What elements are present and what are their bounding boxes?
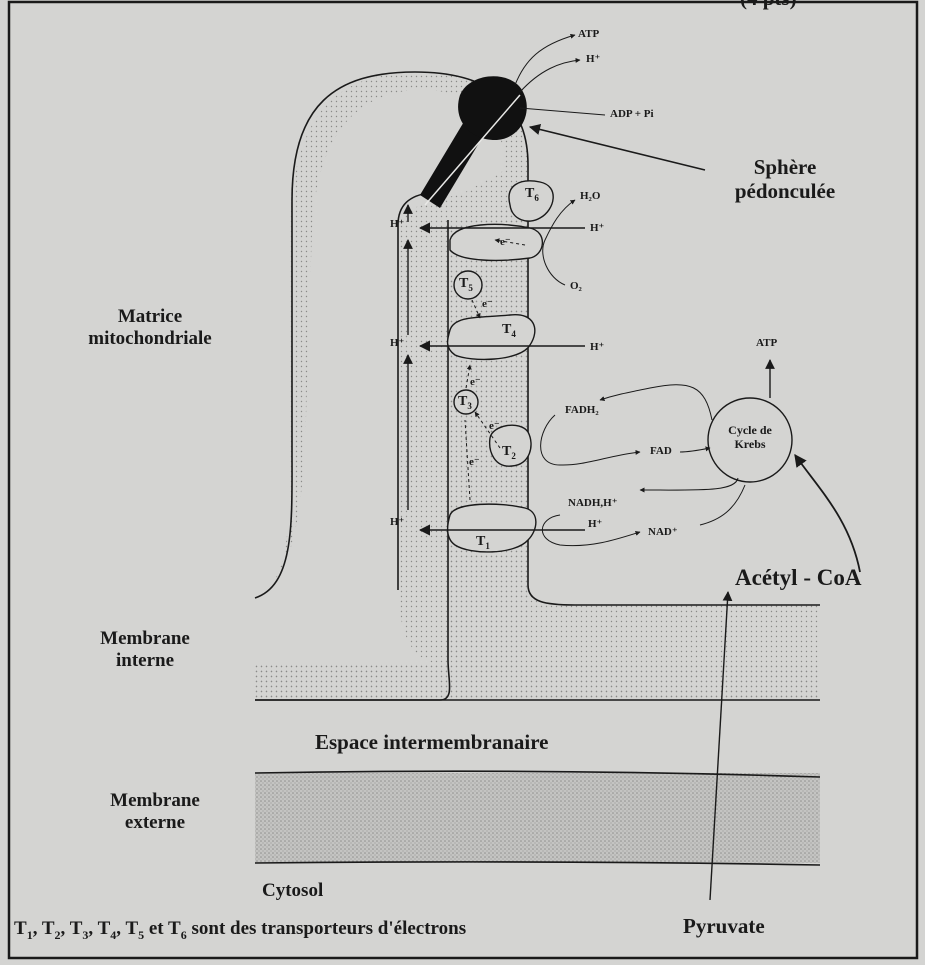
- nad-label: NAD⁺: [648, 526, 678, 539]
- adp-pi-label: ADP + Pi: [610, 108, 654, 121]
- inner-membrane-label-line1: Membrane: [75, 628, 215, 650]
- krebs-to-nadh-arrow: [640, 478, 738, 490]
- t2-letter: T: [502, 444, 511, 459]
- electron-label-t2: e⁻: [489, 420, 500, 433]
- krebs-label-line2: Krebs: [712, 438, 788, 452]
- h-plus-ims-middle: H⁺: [590, 341, 604, 354]
- matrix-label-line2: mitochondriale: [70, 328, 230, 350]
- t6-letter: T: [525, 186, 534, 201]
- fadh2-to-fad-arrow: [541, 415, 640, 465]
- t3-index: 3: [467, 401, 472, 411]
- transporter-t4-label: T4: [502, 322, 516, 339]
- h-top-label: H⁺: [586, 53, 600, 66]
- fn-rest: sont des transporteurs d'électrons: [187, 918, 466, 939]
- fn-sep1: ,: [33, 918, 42, 939]
- corner-title: (4 pts): [740, 0, 797, 10]
- cytosol-label: Cytosol: [262, 880, 323, 902]
- h-plus-matrix-upper: H⁺: [390, 218, 404, 231]
- outer-membrane-label-line2: externe: [85, 812, 225, 834]
- fn-t1: T: [14, 918, 27, 939]
- acetyl-to-krebs-arrow: [795, 455, 860, 572]
- inner-membrane-band: [255, 665, 820, 700]
- t5-index: 5: [468, 283, 473, 293]
- h-out-arrow: [520, 60, 580, 92]
- fn-sep2: ,: [61, 918, 70, 939]
- o2-label: O₂: [570, 280, 582, 293]
- adp-pi-line: [520, 108, 605, 115]
- nadh-label: NADH,H⁺: [568, 497, 618, 510]
- matrix-label-line1: Matrice: [70, 306, 230, 328]
- h-plus-matrix-lower: H⁺: [390, 516, 404, 529]
- t2-index: 2: [511, 451, 516, 461]
- h-plus-matrix-middle: H⁺: [390, 337, 404, 350]
- transporter-t6-label: T6: [525, 186, 539, 203]
- t6-index: 6: [534, 193, 539, 203]
- krebs-label: Cycle de Krebs: [712, 424, 788, 452]
- intermembrane-space-label: Espace intermembranaire: [315, 730, 548, 754]
- fn-t2: T: [42, 918, 55, 939]
- outer-membrane-label: Membrane externe: [85, 790, 225, 834]
- sphere-label-line1: Sphère: [690, 155, 880, 179]
- transporter-t1-label: T1: [476, 534, 490, 551]
- fn-t4: T: [98, 918, 111, 939]
- electron-label-t3-upper: e⁻: [470, 376, 481, 389]
- transporter-t4-shape: [448, 315, 535, 360]
- outer-membrane-label-line1: Membrane: [85, 790, 225, 812]
- atp-krebs-label: ATP: [756, 337, 777, 350]
- t3-letter: T: [458, 394, 467, 409]
- electron-label-lower: e⁻: [469, 456, 480, 469]
- complex-upper-shape: [450, 224, 542, 260]
- fad-label: FAD: [650, 445, 672, 458]
- h-plus-ims-upper: H⁺: [590, 222, 604, 235]
- nad-to-krebs-line: [700, 485, 745, 525]
- inner-membrane-label: Membrane interne: [75, 628, 215, 672]
- transporter-t3-label: T3: [458, 394, 472, 411]
- matrix-label: Matrice mitochondriale: [70, 306, 230, 350]
- fn-t5: T: [125, 918, 138, 939]
- footnote: T1, T2, T3, T4, T5 et T6 sont des transp…: [14, 918, 466, 943]
- fn-et: et: [144, 918, 168, 939]
- transporter-t1-shape: [448, 504, 536, 552]
- acetyl-coa-label: Acétyl - CoA: [735, 565, 861, 591]
- fn-t3: T: [70, 918, 83, 939]
- sphere-pointer-arrow: [530, 127, 705, 170]
- atp-top-label: ATP: [578, 28, 599, 41]
- t1-index: 1: [485, 541, 490, 551]
- krebs-label-line1: Cycle de: [712, 424, 788, 438]
- t5-letter: T: [459, 276, 468, 291]
- pyruvate-label: Pyruvate: [683, 914, 765, 938]
- krebs-to-fadh2-arrow: [600, 385, 712, 420]
- t4-index: 4: [511, 329, 516, 339]
- sphere-label: Sphère pédonculée: [690, 155, 880, 203]
- fn-sep3: ,: [88, 918, 97, 939]
- inner-membrane-label-line2: interne: [75, 650, 215, 672]
- h-plus-ims-lower: H⁺: [588, 518, 602, 531]
- atp-out-arrow: [515, 35, 575, 85]
- transporter-t5-label: T5: [459, 276, 473, 293]
- outer-membrane-band: [255, 773, 820, 863]
- electron-label-t5: e⁻: [482, 298, 493, 311]
- fadh2-label: FADH₂: [565, 404, 599, 417]
- sphere-label-line2: pédonculée: [690, 179, 880, 203]
- fad-to-krebs-arrow: [680, 448, 710, 452]
- electron-label-upper: e⁻: [500, 236, 511, 249]
- t4-letter: T: [502, 322, 511, 337]
- fn-t6: T: [168, 918, 181, 939]
- t1-letter: T: [476, 534, 485, 549]
- transporter-t2-label: T2: [502, 444, 516, 461]
- h2o-label: H₂O: [580, 190, 600, 203]
